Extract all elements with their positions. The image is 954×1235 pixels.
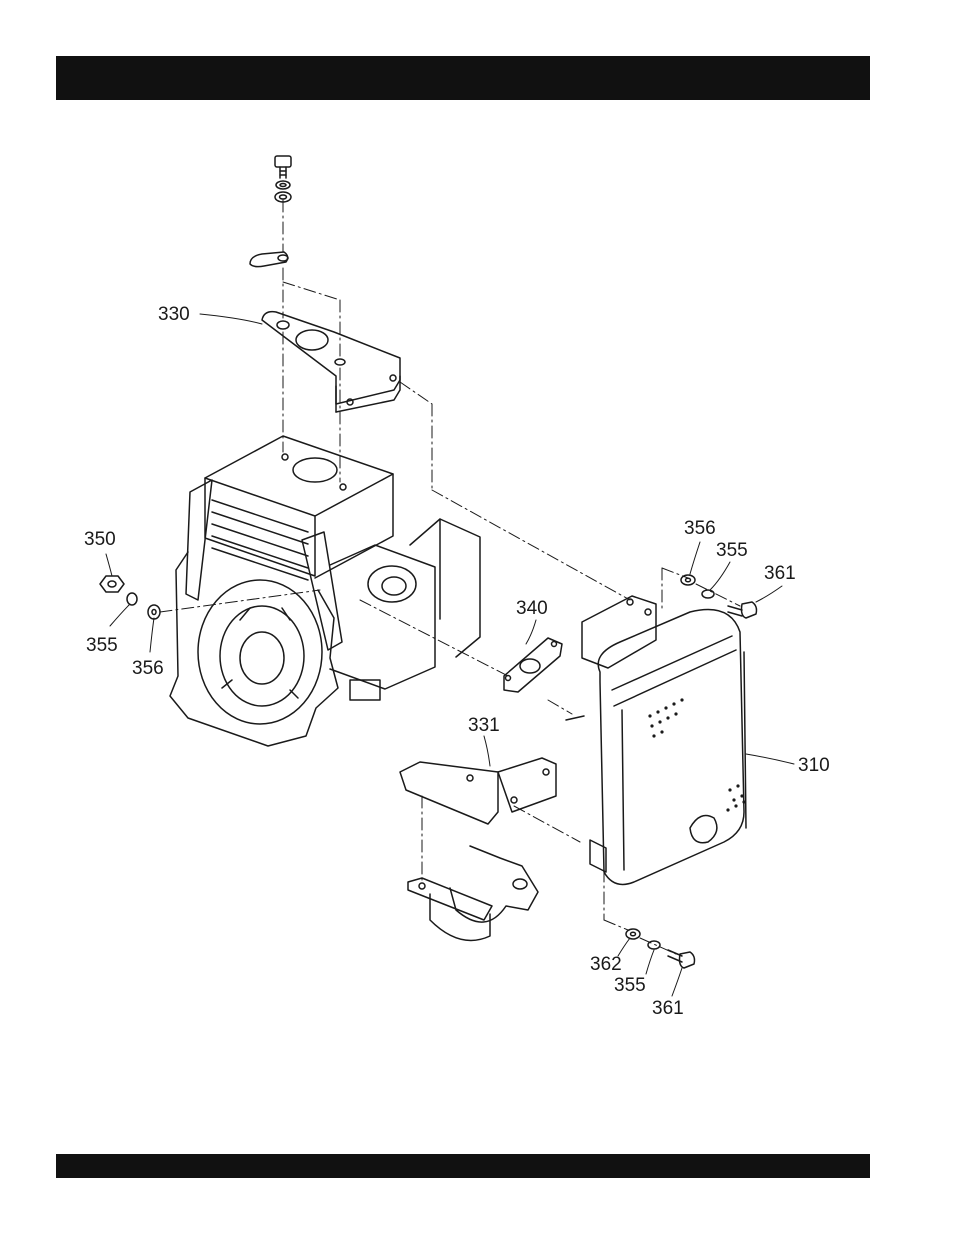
callout-356-left: 356	[132, 658, 164, 679]
callout-331: 331	[468, 715, 500, 736]
lower-washer-362	[626, 929, 640, 939]
callout-355-left: 355	[86, 635, 118, 656]
muffler-310	[566, 596, 746, 884]
callout-362: 362	[590, 954, 622, 975]
callout-355-lower: 355	[614, 975, 646, 996]
upper-lock-washer-355	[702, 590, 714, 598]
lower-bolt-361	[668, 950, 695, 968]
callout-350: 350	[84, 529, 116, 550]
lock-washer-355-left	[127, 593, 137, 605]
callout-340: 340	[516, 598, 548, 619]
gasket-340	[504, 638, 562, 692]
nut-350	[100, 576, 124, 592]
upper-bolt-361	[728, 602, 757, 618]
callout-361-lower: 361	[652, 998, 684, 1019]
callout-330: 330	[158, 304, 190, 325]
callout-361-right: 361	[764, 563, 796, 584]
engine-block	[170, 436, 480, 746]
top-clip	[250, 252, 288, 267]
bracket-331	[400, 758, 556, 824]
callout-310: 310	[798, 755, 830, 776]
lower-saddle-bracket	[408, 846, 538, 940]
footer-bar	[56, 1154, 870, 1178]
callout-356-right: 356	[684, 518, 716, 539]
top-lock-washer	[276, 181, 290, 189]
washer-356-left	[148, 605, 160, 619]
callout-355-right: 355	[716, 540, 748, 561]
top-bolt	[275, 156, 291, 178]
assembly-lines	[160, 200, 740, 954]
